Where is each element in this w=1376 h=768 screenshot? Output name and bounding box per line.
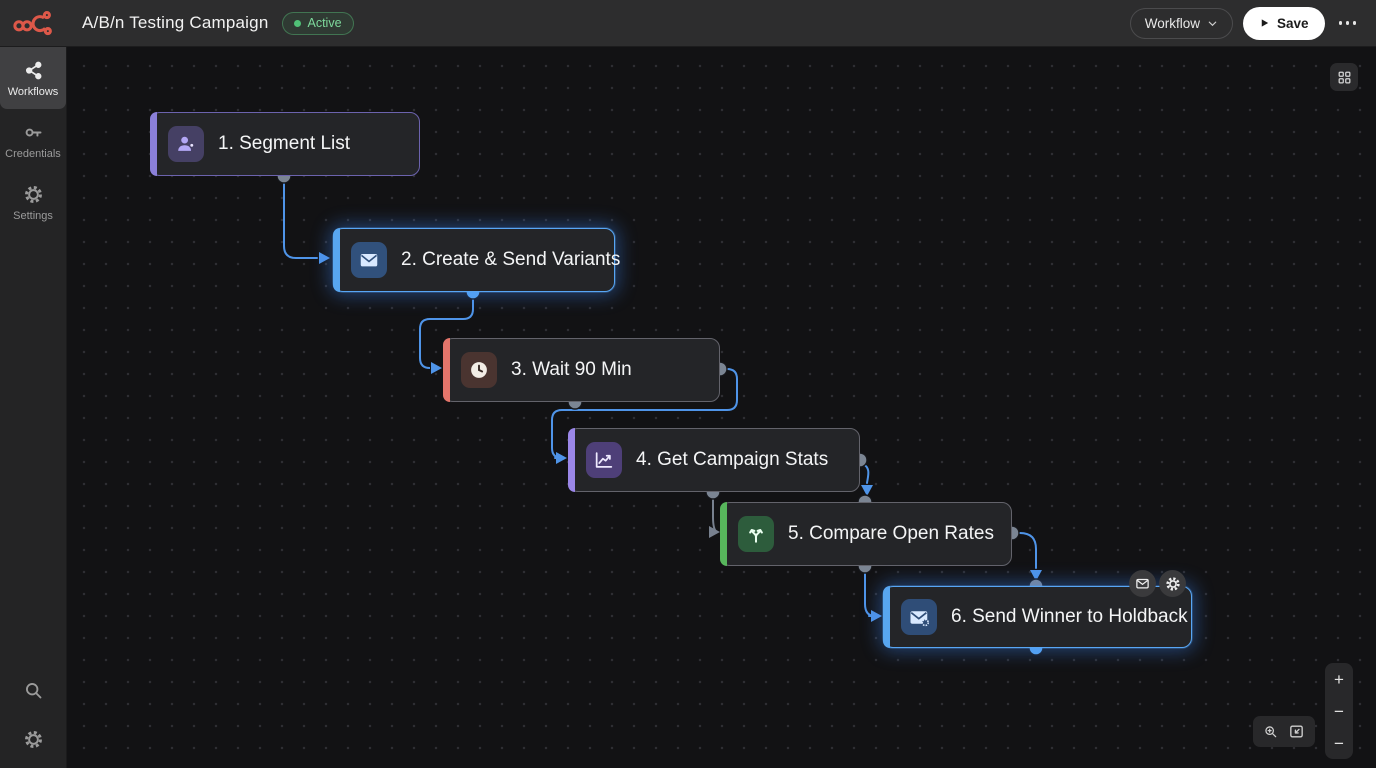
envelope-icon	[351, 242, 387, 278]
save-button-label: Save	[1276, 15, 1309, 31]
status-badge[interactable]: Active	[282, 11, 354, 35]
node-label: 6. Send Winner to Holdback	[951, 606, 1188, 627]
node-accent-bar	[720, 502, 727, 566]
node-send-test-button[interactable]	[1129, 570, 1156, 597]
workflow-dropdown-label: Workflow	[1144, 15, 1200, 31]
zoom-out-button[interactable]: −	[1325, 695, 1353, 727]
node-label: 5. Compare Open Rates	[788, 523, 994, 544]
gear-icon	[1165, 576, 1180, 591]
zoom-to-selection-button[interactable]	[1263, 724, 1279, 740]
sidebar-item-label: Credentials	[5, 148, 61, 160]
workflow-canvas[interactable]: 1. Segment List 2. Create & Send Variant…	[67, 47, 1376, 768]
sidebar: Workflows Credentials Settings	[0, 47, 67, 768]
sidebar-item-credentials[interactable]: Credentials	[0, 109, 66, 171]
node-accent-bar	[568, 428, 575, 492]
zoom-reset-button[interactable]: −	[1325, 727, 1353, 759]
status-badge-label: Active	[307, 16, 342, 30]
workflow-node-get-campaign-stats[interactable]: 4. Get Campaign Stats	[568, 428, 860, 492]
chart-line-icon	[586, 442, 622, 478]
app-logo-icon[interactable]	[10, 6, 60, 40]
node-accent-bar	[333, 228, 340, 292]
workflow-title: A/B/n Testing Campaign	[82, 13, 269, 32]
status-dot-icon	[294, 19, 302, 27]
node-accent-bar	[883, 586, 890, 648]
gear-icon	[24, 186, 42, 203]
canvas-view-tools	[1253, 716, 1315, 747]
clock-icon	[461, 352, 497, 388]
zoom-in-button[interactable]: +	[1325, 663, 1353, 695]
sidebar-item-label: Settings	[13, 210, 53, 222]
envelope-icon	[1136, 578, 1149, 589]
user-segment-icon	[168, 126, 204, 162]
workflow-node-wait-90-min[interactable]: 3. Wait 90 Min	[443, 338, 720, 402]
workflow-node-compare-open-rates[interactable]: 5. Compare Open Rates	[720, 502, 1012, 566]
node-accent-bar	[150, 112, 157, 176]
chevron-down-icon	[1208, 21, 1217, 26]
fit-view-button[interactable]	[1288, 723, 1305, 740]
sidebar-item-workflows[interactable]: Workflows	[0, 47, 66, 109]
tidy-up-button[interactable]	[1330, 63, 1358, 91]
envelope-gear-icon	[901, 599, 937, 635]
sidebar-item-label: Workflows	[7, 86, 59, 98]
branch-icon	[738, 516, 774, 552]
workflow-node-segment-list[interactable]: 1. Segment List	[150, 112, 420, 176]
node-label: 2. Create & Send Variants	[401, 249, 621, 270]
node-accent-bar	[443, 338, 450, 402]
gear-icon[interactable]	[23, 729, 44, 750]
search-icon[interactable]	[23, 680, 44, 701]
save-button[interactable]: Save	[1242, 6, 1325, 40]
share-network-icon	[25, 61, 41, 80]
tidy-up-icon	[1338, 71, 1350, 83]
fit-view-icon	[1290, 725, 1304, 738]
node-settings-button[interactable]	[1159, 570, 1186, 597]
node-label: 3. Wait 90 Min	[511, 359, 632, 380]
more-options-icon[interactable]	[1335, 15, 1361, 31]
node-label: 4. Get Campaign Stats	[636, 449, 829, 470]
workflow-dropdown-button[interactable]: Workflow	[1129, 7, 1233, 39]
topbar: A/B/n Testing Campaign Active Workflow S…	[0, 0, 1376, 47]
magnifier-plus-icon	[1264, 725, 1276, 737]
node-label: 1. Segment List	[218, 133, 351, 154]
workflow-node-create-send-variants[interactable]: 2. Create & Send Variants	[333, 228, 620, 292]
key-icon	[25, 128, 41, 137]
sidebar-item-settings[interactable]: Settings	[0, 171, 66, 233]
node-action-toolbar	[1129, 570, 1186, 597]
play-icon	[1261, 19, 1269, 27]
zoom-controls: + − −	[1325, 663, 1353, 759]
